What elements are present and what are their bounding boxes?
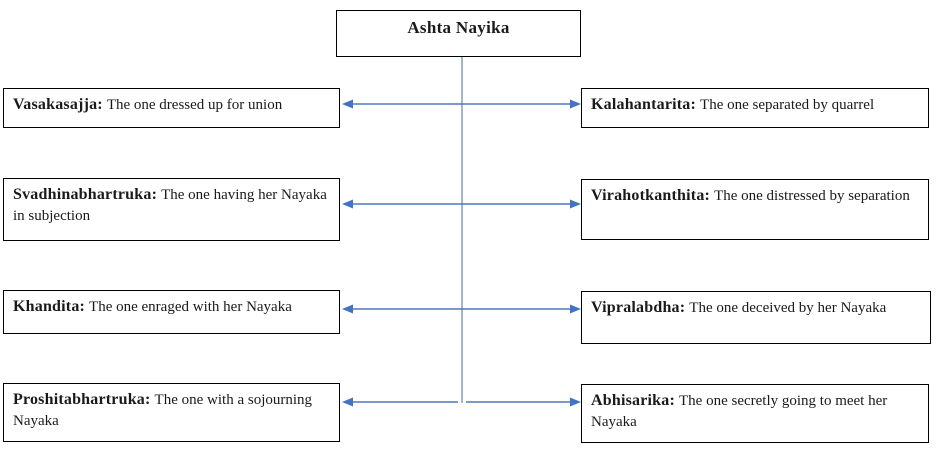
nayika-name: Vasakasajja: bbox=[13, 96, 103, 113]
row1-left-arrow bbox=[342, 99, 462, 109]
nayika-box-vipralabdha: Vipralabdha:The one deceived by her Naya… bbox=[581, 291, 931, 344]
nayika-name: Kalahantarita: bbox=[591, 96, 697, 113]
nayika-name: Abhisarika: bbox=[591, 392, 675, 409]
nayika-box-vasakasajja: Vasakasajja:The one dressed up for union bbox=[3, 88, 340, 128]
nayika-desc: The one distressed by separation bbox=[714, 188, 910, 204]
nayika-name: Vipralabdha: bbox=[591, 299, 686, 316]
nayika-box-proshitabhartruka: Proshitabhartruka:The one with a sojourn… bbox=[3, 383, 340, 442]
nayika-name: Svadhinabhartruka: bbox=[13, 186, 158, 203]
nayika-desc: The one secretly going to meet her Nayak… bbox=[591, 393, 888, 431]
row4-right-arrow bbox=[466, 397, 581, 407]
row2-right-arrow bbox=[462, 199, 581, 209]
diagram-title: Ashta Nayika bbox=[407, 18, 510, 37]
nayika-desc: The one having her Nayaka in subjection bbox=[13, 187, 327, 225]
nayika-box-abhisarika: Abhisarika:The one secretly going to mee… bbox=[581, 384, 929, 443]
nayika-box-virahotkanthita: Virahotkanthita:The one distressed by se… bbox=[581, 179, 929, 240]
nayika-box-khandita: Khandita:The one enraged with her Nayaka bbox=[3, 290, 340, 334]
nayika-desc: The one deceived by her Nayaka bbox=[689, 300, 887, 316]
root-box-ashta-nayika: Ashta Nayika bbox=[336, 10, 581, 57]
nayika-name: Khandita: bbox=[13, 298, 86, 315]
row2-left-arrow bbox=[342, 199, 462, 209]
nayika-desc: The one separated by quarrel bbox=[700, 97, 875, 113]
nayika-name: Proshitabhartruka: bbox=[13, 391, 151, 408]
nayika-desc: The one with a sojourning Nayaka bbox=[13, 392, 313, 430]
row3-right-arrow bbox=[462, 304, 581, 314]
row4-left-arrow bbox=[342, 397, 458, 407]
nayika-desc: The one dressed up for union bbox=[106, 97, 283, 113]
row1-right-arrow bbox=[462, 99, 581, 109]
row3-left-arrow bbox=[342, 304, 462, 314]
nayika-box-kalahantarita: Kalahantarita:The one separated by quarr… bbox=[581, 88, 929, 128]
nayika-box-svadhinabhartruka: Svadhinabhartruka:The one having her Nay… bbox=[3, 178, 340, 241]
nayika-desc: The one enraged with her Nayaka bbox=[89, 299, 292, 315]
nayika-name: Virahotkanthita: bbox=[591, 187, 711, 204]
